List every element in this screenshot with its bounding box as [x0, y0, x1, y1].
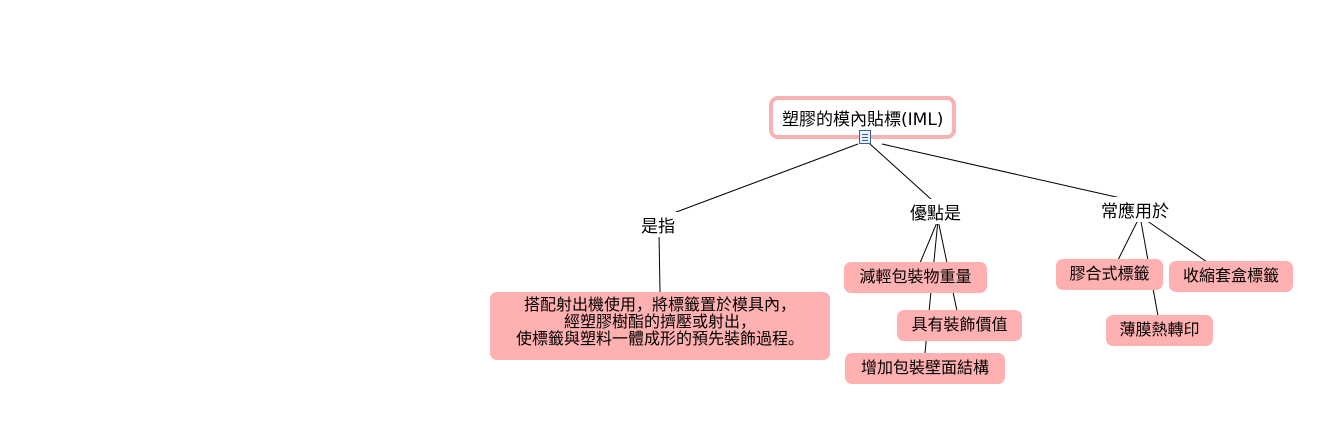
link-root-applications [881, 143, 1126, 200]
root-label: 塑膠的模內貼標(IML) [782, 110, 944, 130]
concept-glue-label[interactable]: 膠合式標籤 [1056, 259, 1163, 290]
linking-phrase-is: 是指 [638, 212, 678, 237]
link-app-glue [1117, 215, 1141, 261]
linking-phrase-applications: 常應用於 [1098, 197, 1172, 222]
document-icon[interactable] [859, 130, 871, 144]
link-is-definition [658, 232, 661, 293]
concept-reduce-weight[interactable]: 減輕包裝物重量 [844, 262, 987, 293]
link-adv-weight [919, 219, 939, 264]
concept-wall-structure[interactable]: 增加包裝壁面結構 [845, 353, 1005, 384]
link-root-advantages [869, 143, 933, 201]
linking-phrase-advantages: 優點是 [907, 199, 964, 224]
concept-definition[interactable]: 搭配射出機使用，將標籤置於模具內， 經塑膠樹酯的擠壓或射出， 使標籤與塑料一體成… [490, 292, 830, 360]
link-root-is [662, 143, 859, 218]
concept-decorative-value[interactable]: 具有裝飾價值 [897, 310, 1022, 341]
concept-film-heat-transfer[interactable]: 薄膜熱轉印 [1106, 315, 1213, 346]
link-app-shrink [1139, 215, 1208, 263]
concept-shrink-sleeve-label[interactable]: 收縮套盒標籤 [1169, 261, 1293, 292]
